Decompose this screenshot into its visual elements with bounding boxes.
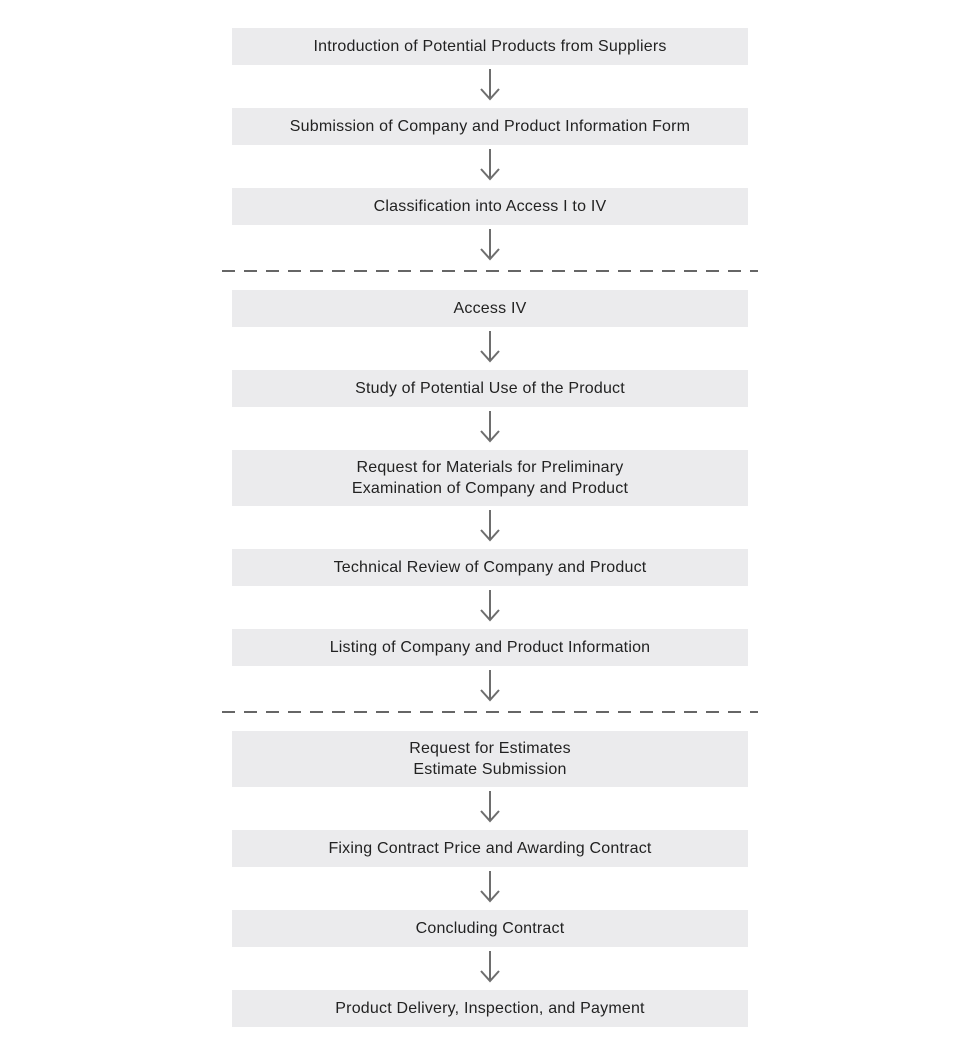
flow-step-listing: Listing of Company and Product Informati… [232, 629, 748, 667]
down-arrow-icon [477, 148, 503, 184]
flow-step-request-materials: Request for Materials for Preliminary Ex… [232, 450, 748, 507]
flow-step-label: Listing of Company and Product Informati… [329, 639, 651, 657]
flow-step-concluding-contract: Concluding Contract [232, 910, 748, 948]
down-arrow-icon [477, 410, 503, 446]
down-arrow-icon [477, 950, 503, 986]
down-arrow-icon [477, 790, 503, 826]
flow-step-label: Access IV [453, 299, 527, 317]
flow-step-introduction: Introduction of Potential Products from … [232, 28, 748, 65]
flow-step-label: Introduction of Potential Products from … [313, 37, 667, 55]
flow-step-request-estimates: Request for Estimates Estimate Submissio… [232, 731, 748, 788]
flow-step-label: Product Delivery, Inspection, and Paymen… [335, 1000, 645, 1018]
flow-step-label: Fixing Contract Price and Awarding Contr… [328, 840, 652, 858]
flow-step-access-iv: Access IV [232, 290, 748, 327]
phase-divider [222, 711, 758, 714]
flow-step-delivery-payment: Product Delivery, Inspection, and Paymen… [232, 990, 748, 1028]
flow-step-label: Request for Materials for Preliminary Ex… [351, 459, 629, 498]
flowchart: Introduction of Potential Products from … [222, 0, 758, 1028]
flow-step-label: Submission of Company and Product Inform… [289, 117, 691, 135]
phase-divider [222, 270, 758, 272]
down-arrow-icon [477, 870, 503, 906]
flow-step-submission: Submission of Company and Product Inform… [232, 108, 748, 145]
down-arrow-icon [477, 589, 503, 625]
down-arrow-icon [477, 330, 503, 366]
down-arrow-icon [477, 669, 503, 705]
down-arrow-icon [477, 228, 503, 264]
flow-step-label: Technical Review of Company and Product [333, 559, 647, 577]
down-arrow-icon [477, 68, 503, 104]
flow-step-technical-review: Technical Review of Company and Product [232, 549, 748, 587]
flow-step-label: Request for Estimates Estimate Submissio… [409, 740, 571, 779]
flow-step-study-of-use: Study of Potential Use of the Product [232, 370, 748, 407]
flow-step-label: Study of Potential Use of the Product [355, 379, 625, 397]
flow-step-classification: Classification into Access I to IV [232, 188, 748, 225]
flow-step-label: Concluding Contract [415, 920, 565, 938]
flow-step-label: Classification into Access I to IV [373, 197, 607, 215]
down-arrow-icon [477, 509, 503, 545]
flow-step-fixing-contract: Fixing Contract Price and Awarding Contr… [232, 830, 748, 868]
